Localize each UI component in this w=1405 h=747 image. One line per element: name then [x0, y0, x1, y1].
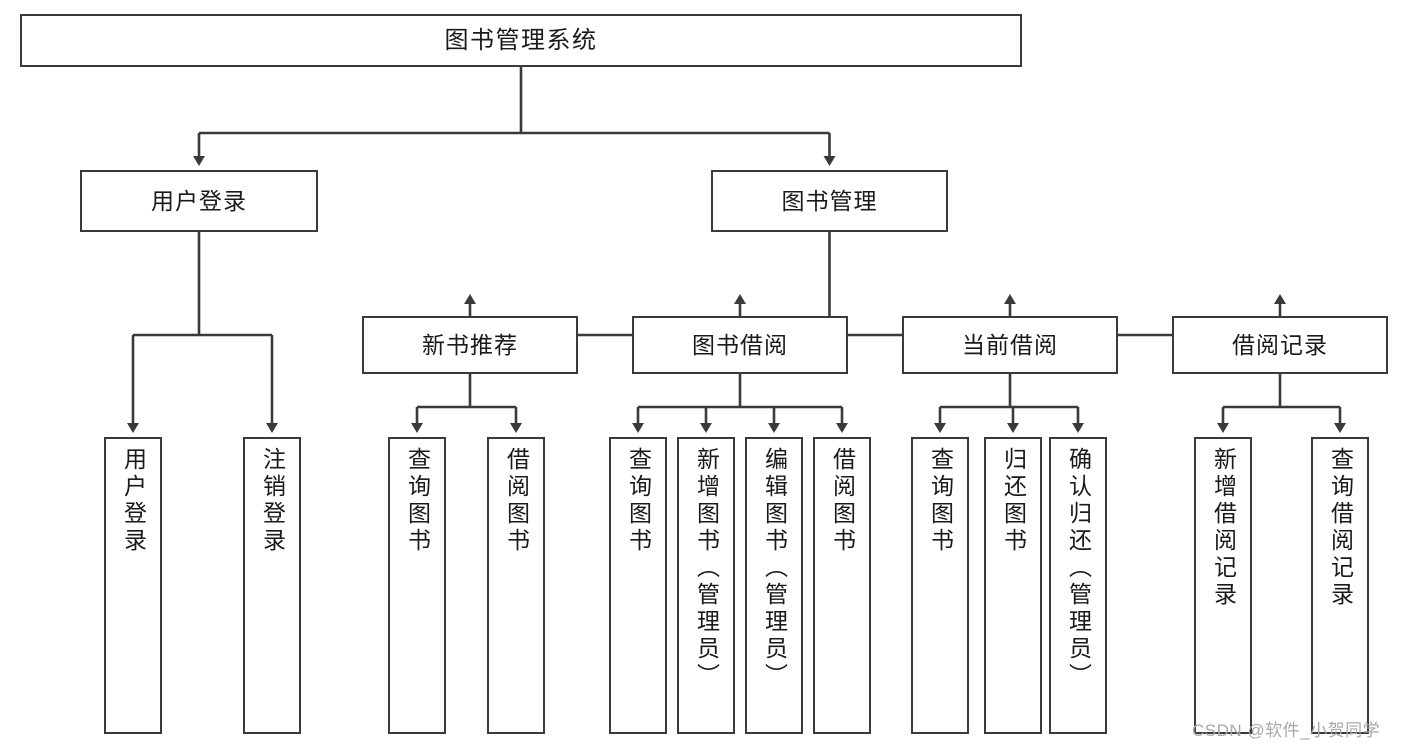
- watermark-text: CSDN @软件_小贺同学: [1192, 721, 1381, 740]
- node-label: 新增借阅记录: [1210, 447, 1237, 609]
- node-leaf-cb-return[interactable]: 归还图书: [984, 437, 1042, 734]
- node-label: 查询图书: [927, 447, 954, 555]
- node-root[interactable]: 图书管理系统: [20, 14, 1022, 67]
- node-leaf-cb-confirm[interactable]: 确认归还（管理员）: [1049, 437, 1107, 734]
- node-current-borrow[interactable]: 当前借阅: [902, 316, 1118, 374]
- node-new-book-rec[interactable]: 新书推荐: [362, 316, 578, 374]
- node-label: 用户登录: [120, 447, 147, 555]
- node-leaf-bb-query[interactable]: 查询图书: [609, 437, 667, 734]
- node-leaf-user-login[interactable]: 用户登录: [104, 437, 162, 734]
- node-label: 图书借阅: [692, 331, 788, 358]
- node-leaf-rec-query[interactable]: 查询图书: [388, 437, 446, 734]
- node-user-login[interactable]: 用户登录: [80, 170, 318, 232]
- node-leaf-bb-borrow[interactable]: 借阅图书: [813, 437, 871, 734]
- node-label: 查询借阅记录: [1327, 447, 1354, 609]
- node-label: 当前借阅: [962, 331, 1058, 358]
- node-label: 用户登录: [151, 187, 247, 214]
- node-borrow-record[interactable]: 借阅记录: [1172, 316, 1388, 374]
- node-leaf-br-query[interactable]: 查询借阅记录: [1311, 437, 1369, 734]
- node-label: 新书推荐: [422, 331, 518, 358]
- node-leaf-bb-add[interactable]: 新增图书（管理员）: [677, 437, 735, 734]
- node-label: 确认归还（管理员）: [1065, 447, 1092, 690]
- node-leaf-cb-query[interactable]: 查询图书: [911, 437, 969, 734]
- node-leaf-user-logout[interactable]: 注销登录: [243, 437, 301, 734]
- node-label: 借阅图书: [503, 447, 530, 555]
- node-label: 归还图书: [1000, 447, 1027, 555]
- node-label: 图书管理系统: [444, 26, 598, 54]
- node-leaf-br-add[interactable]: 新增借阅记录: [1194, 437, 1252, 734]
- node-label: 图书管理: [781, 187, 878, 214]
- node-label: 注销登录: [259, 447, 286, 555]
- node-book-borrow[interactable]: 图书借阅: [632, 316, 848, 374]
- node-label: 借阅图书: [829, 447, 856, 555]
- node-label: 新增图书（管理员）: [693, 447, 720, 690]
- node-book-mgmt[interactable]: 图书管理: [711, 170, 948, 232]
- node-label: 借阅记录: [1232, 331, 1328, 358]
- node-label: 查询图书: [404, 447, 431, 555]
- node-label: 编辑图书（管理员）: [761, 447, 788, 690]
- node-leaf-rec-borrow[interactable]: 借阅图书: [487, 437, 545, 734]
- node-label: 查询图书: [625, 447, 652, 555]
- node-leaf-bb-edit[interactable]: 编辑图书（管理员）: [745, 437, 803, 734]
